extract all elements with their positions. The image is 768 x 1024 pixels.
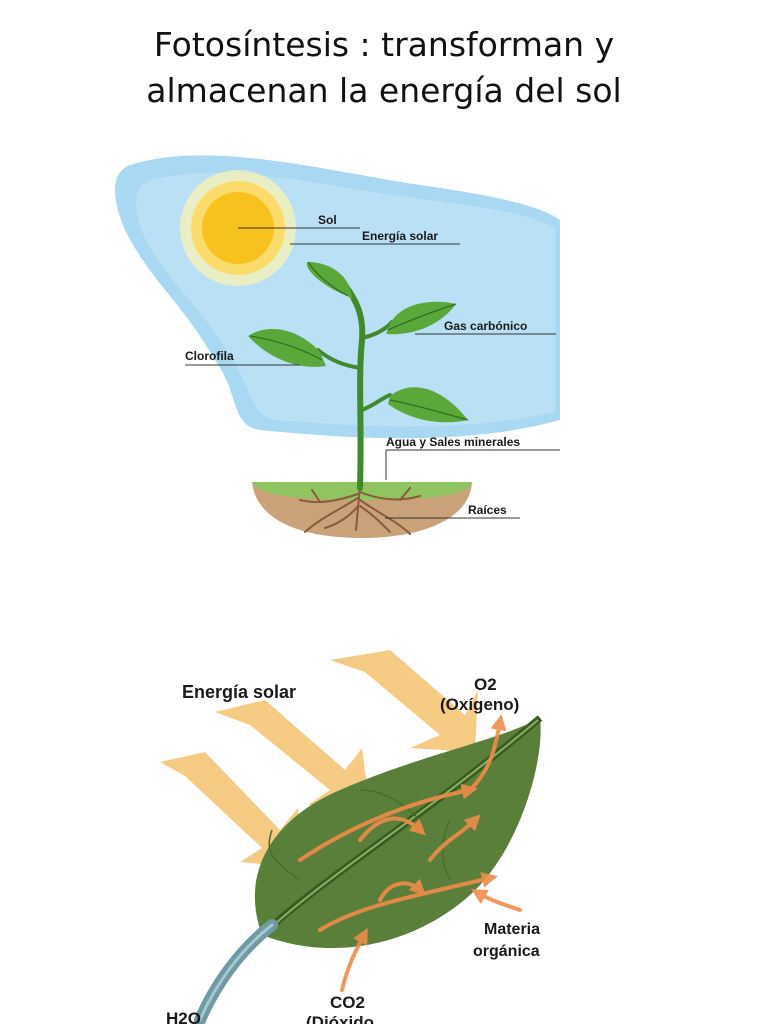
- flow-arrows-icon: [298, 714, 522, 992]
- leaf-diagram: Energía solar O2 (Oxígeno) Materia orgán…: [160, 650, 543, 1024]
- plant-diagram: Sol Energía solar Gas carbónico Clorofil…: [114, 155, 560, 538]
- label-roots: Raíces: [468, 503, 507, 517]
- leaves-icon: [248, 261, 469, 423]
- label-organic-2: orgánica: [473, 943, 540, 960]
- label-solar-energy: Energía solar: [362, 229, 438, 243]
- sunlight-arrows-icon: [160, 650, 478, 868]
- label-co2: CO2: [330, 993, 365, 1012]
- page-title-line-1: Fotosíntesis : transforman y: [153, 25, 615, 64]
- petiole-icon: [194, 919, 278, 1024]
- label-chlorophyll: Clorofila: [185, 349, 234, 363]
- label-leaf-solar-energy: Energía solar: [182, 682, 296, 702]
- soil-icon: [252, 482, 472, 538]
- label-carbon-gas: Gas carbónico: [444, 319, 527, 333]
- label-sun: Sol: [318, 213, 337, 227]
- stem-icon: [316, 282, 394, 491]
- label-organic-1: Materia: [484, 921, 540, 938]
- label-o2: O2: [474, 675, 497, 694]
- page-title-line-2: almacenan la energía del sol: [146, 71, 622, 110]
- page-title: Fotosíntesis : transforman y almacenan l…: [0, 22, 768, 114]
- label-water-minerals: Agua y Sales minerales: [386, 435, 520, 449]
- label-o2-name: (Oxígeno): [440, 695, 519, 714]
- label-co2-name: (Dióxido: [306, 1013, 374, 1024]
- label-h2o: H2O: [166, 1009, 201, 1024]
